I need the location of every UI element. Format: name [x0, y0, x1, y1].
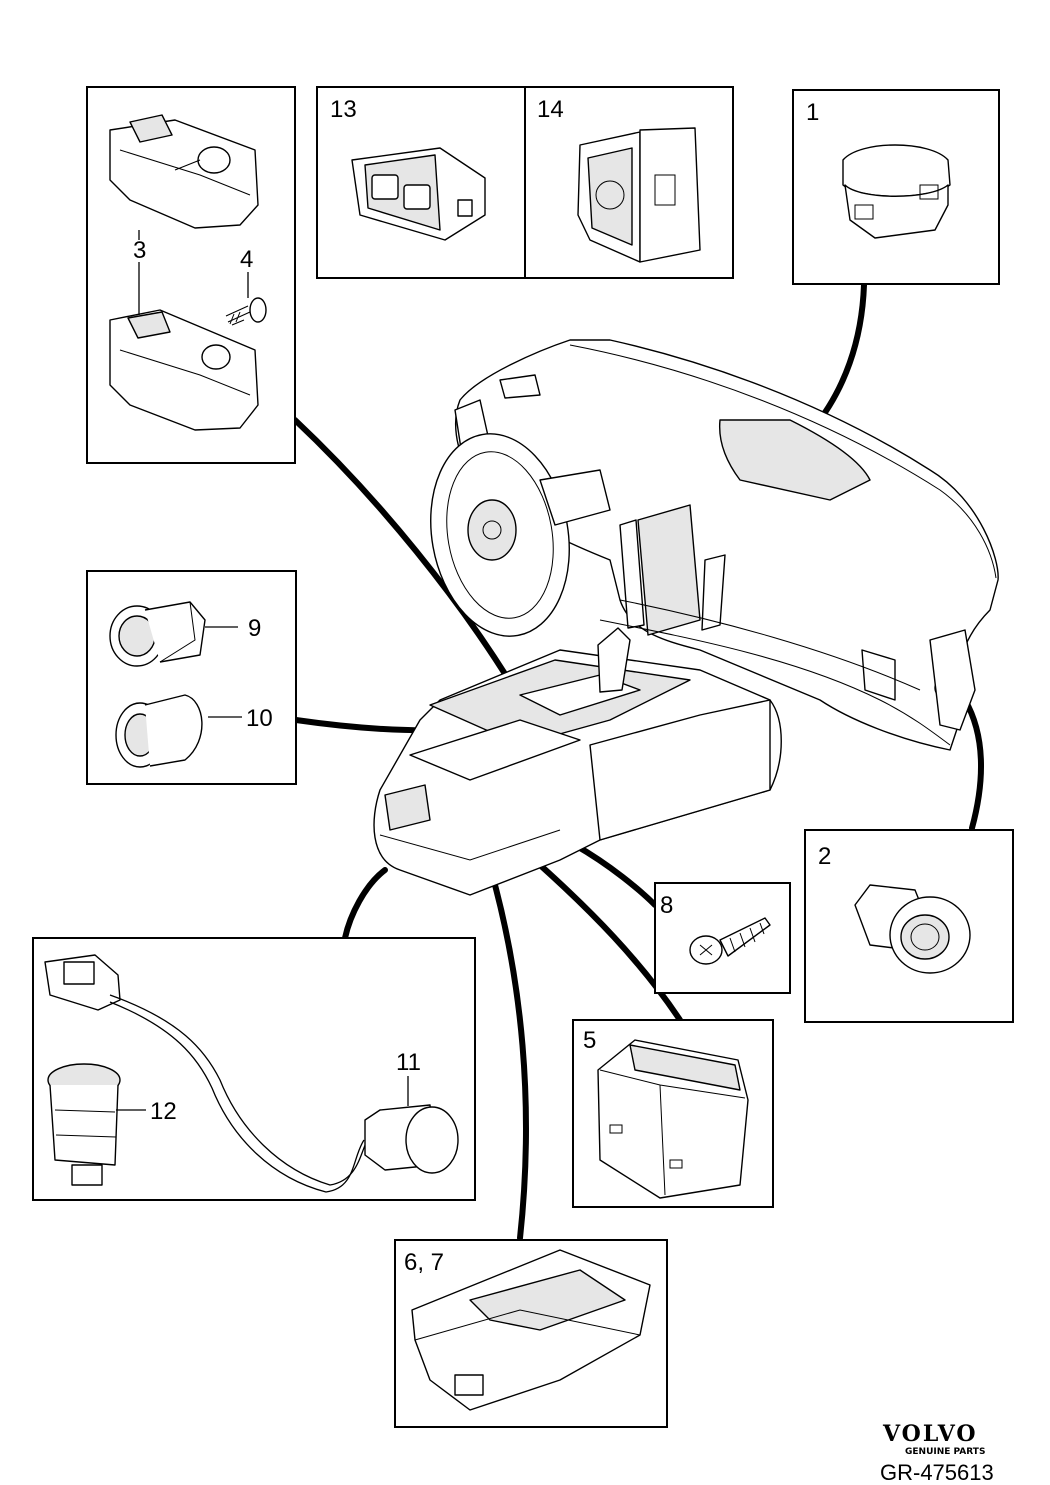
leader-part-3-4 [292, 417, 518, 693]
dashboard-top-edge [569, 344, 997, 579]
volvo-logo: VOLVO GENUINE PARTS [882, 1421, 985, 1457]
socket-10 [115, 694, 203, 768]
box-parts-11-12: 11 12 [32, 937, 476, 1201]
top-vent [499, 374, 541, 399]
switch-1 [842, 144, 951, 239]
screw-4 [225, 297, 267, 326]
callout-9: 9 [248, 615, 261, 642]
callout-8: 8 [660, 892, 673, 919]
box-parts-13-14: 13 14 [316, 86, 734, 279]
callout-4: 4 [240, 246, 253, 273]
console-rear-opening [384, 784, 431, 831]
upper-trim-line [599, 619, 951, 746]
box-part-5: 5 [572, 1019, 774, 1208]
wire-harness [109, 994, 371, 1186]
steering-column [539, 469, 611, 526]
leader-part-5 [537, 862, 683, 1023]
leader-part-6-7 [492, 882, 529, 1241]
box-parts-6-7: 6, 7 [394, 1239, 668, 1428]
leader-part-1 [809, 282, 867, 433]
socket-2 [854, 884, 971, 974]
steering-wheel-emblem [482, 520, 502, 540]
window-switch-lower [109, 309, 259, 431]
socket-9 [109, 601, 206, 667]
box-parts-3-4: 3 4 [86, 86, 296, 464]
dashboard-assembly [373, 339, 999, 896]
wire-harness-2 [109, 1001, 365, 1193]
bracket-6-7 [411, 1249, 651, 1411]
socket-12 [47, 1063, 121, 1186]
box-parts-9-10: 9 10 [86, 570, 297, 785]
box-part-2: 2 [804, 829, 1014, 1023]
center-vent-right [701, 554, 726, 631]
callout-13: 13 [330, 96, 357, 123]
leader-part-8 [572, 842, 658, 908]
console-side [589, 699, 771, 841]
console-rear-lower [379, 829, 561, 861]
callout-11: 11 [396, 1049, 421, 1076]
logo-brand: VOLVO [882, 1421, 978, 1447]
box-part-8: 8 [654, 882, 791, 994]
screw-8 [689, 917, 771, 965]
callout-3: 3 [133, 237, 146, 264]
callout-2: 2 [818, 843, 831, 870]
right-side-vent [861, 649, 896, 701]
armrest [409, 719, 581, 781]
seat-heat-switch-13 [351, 147, 486, 241]
box-part-1: 1 [792, 89, 1000, 285]
module-5 [597, 1039, 749, 1199]
logo-tagline: GENUINE PARTS [905, 1447, 985, 1457]
dash-end-cap [929, 629, 976, 731]
gear-selector [597, 627, 631, 693]
reference-number: GR-475613 [880, 1460, 994, 1485]
window-switch-upper [109, 114, 259, 229]
callout-14: 14 [537, 96, 564, 123]
switch-14 [577, 127, 701, 263]
socket-11 [364, 1104, 459, 1174]
callout-10: 10 [246, 705, 273, 732]
callout-12: 12 [150, 1098, 177, 1125]
connector-plug [44, 954, 121, 1011]
steering-wheel-inner [446, 451, 554, 619]
instrument-hood [718, 419, 871, 501]
callout-5: 5 [583, 1027, 596, 1054]
leader-part-2 [962, 697, 984, 831]
leader-part-11-12 [342, 867, 388, 941]
lower-trim-line [619, 599, 921, 691]
callout-6-7: 6, 7 [404, 1249, 444, 1276]
steering-wheel-hub [467, 499, 517, 561]
callout-1: 1 [806, 99, 819, 126]
center-screen [637, 504, 701, 636]
